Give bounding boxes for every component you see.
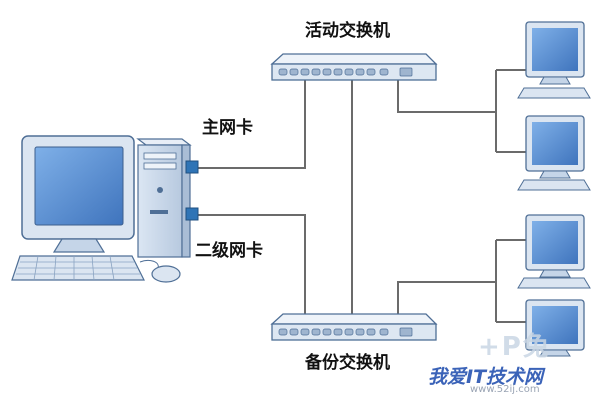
desktop-computer-icon xyxy=(21,135,135,253)
cable-secondary-to-backup xyxy=(197,214,306,315)
watermark-url: www.52ij.com xyxy=(470,384,540,395)
cable-primary-to-active xyxy=(197,80,306,169)
cable-backup-to-monitors xyxy=(397,239,526,323)
client-monitor xyxy=(525,299,585,357)
client-monitor xyxy=(517,21,591,99)
backup-switch xyxy=(270,313,438,341)
client-monitor xyxy=(517,214,591,289)
keyboard-icon xyxy=(11,255,145,281)
primary-nic-label: 主网卡 xyxy=(202,118,253,138)
backup-switch-label: 备份交换机 xyxy=(305,353,390,373)
client-monitor xyxy=(517,115,591,191)
watermark-logo: +P兔 xyxy=(478,332,551,362)
cables xyxy=(197,69,526,323)
cable-active-to-monitors xyxy=(397,69,526,153)
mouse-icon xyxy=(139,259,181,283)
tower-case-icon xyxy=(136,138,192,258)
server-computer xyxy=(11,135,199,283)
secondary-nic-label: 二级网卡 xyxy=(195,241,263,261)
secondary-nic-port xyxy=(185,207,199,221)
active-switch xyxy=(270,53,438,81)
primary-nic-port xyxy=(185,160,199,174)
active-switch-label: 活动交换机 xyxy=(305,21,390,41)
watermark-text: 我爱IT技术网 xyxy=(428,366,544,388)
